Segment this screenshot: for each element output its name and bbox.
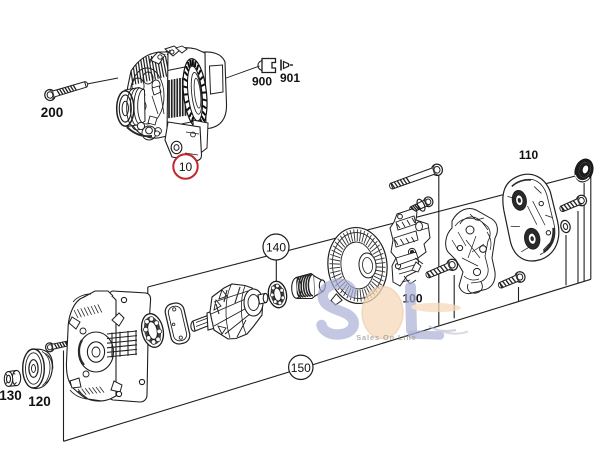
svg-text:130: 130 xyxy=(0,388,22,403)
svg-text:Sales On Line: Sales On Line xyxy=(356,333,417,342)
svg-text:140: 140 xyxy=(266,241,286,255)
svg-text:120: 120 xyxy=(28,394,51,409)
svg-text:901: 901 xyxy=(280,71,300,85)
svg-text:110: 110 xyxy=(519,148,539,162)
svg-text:900: 900 xyxy=(252,75,272,89)
svg-text:10: 10 xyxy=(179,160,193,174)
svg-text:150: 150 xyxy=(291,361,311,375)
svg-text:200: 200 xyxy=(41,105,64,120)
